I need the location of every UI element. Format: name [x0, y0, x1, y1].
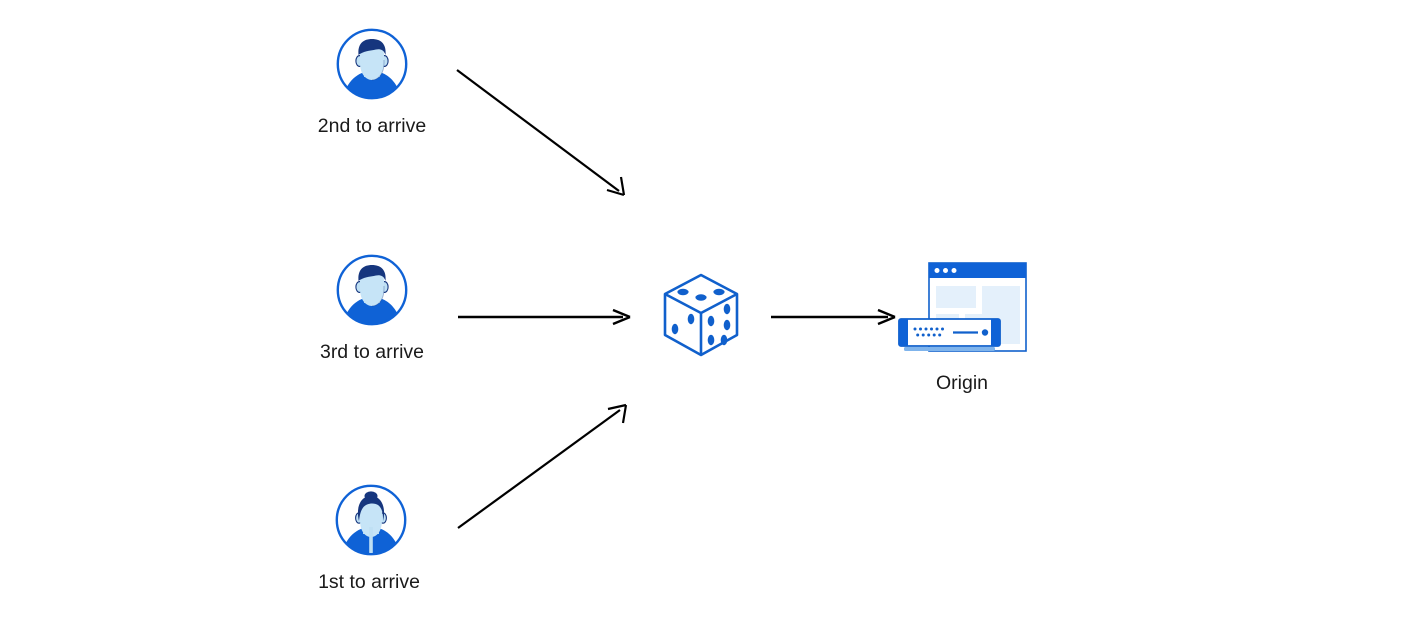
dice-right-face-pips	[707, 303, 731, 346]
client-label-middle: 3rd to arrive	[319, 341, 425, 363]
client-label-top: 2nd to arrive	[317, 115, 427, 137]
origin-label: Origin	[935, 372, 989, 394]
origin-server-icon	[898, 262, 1027, 352]
dice-left-face-pips	[671, 313, 695, 335]
user-avatar-icon	[335, 484, 407, 556]
connector-bottom-to-dice	[457, 403, 628, 529]
server-appliance	[898, 318, 1001, 351]
dice-top-face-pips	[677, 288, 725, 301]
connector-middle-to-dice	[458, 308, 631, 326]
client-label-bottom: 1st to arrive	[318, 571, 420, 593]
connector-dice-to-origin	[771, 308, 896, 326]
user-avatar-icon	[336, 28, 408, 100]
dice-icon	[663, 273, 739, 357]
user-avatar-icon	[336, 254, 408, 326]
